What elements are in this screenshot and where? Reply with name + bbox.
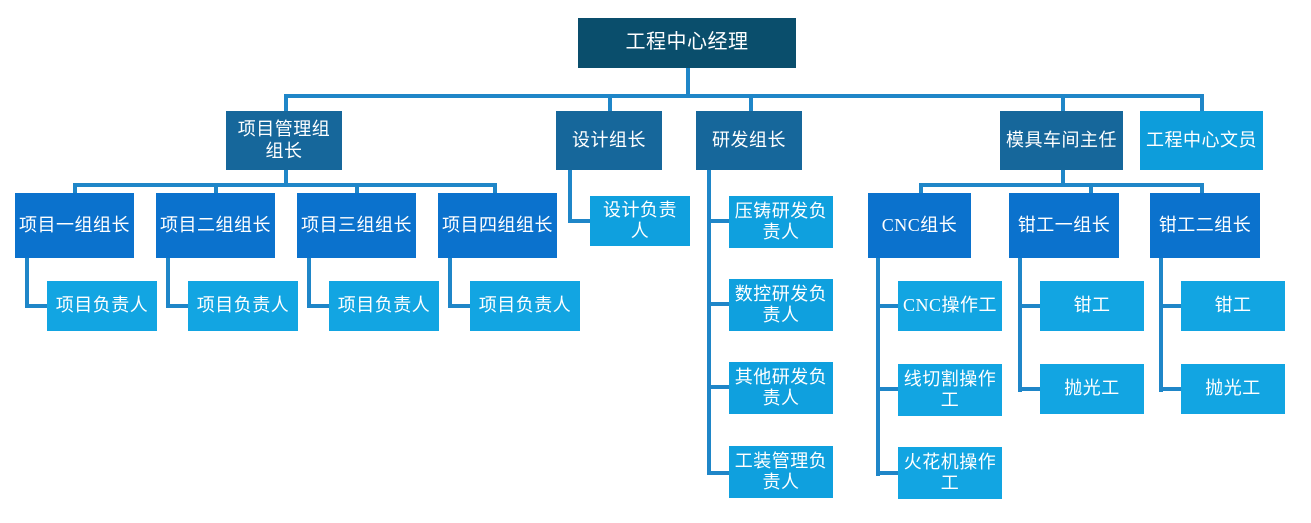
connector-cnc-v bbox=[876, 258, 880, 476]
node-project-owner-1[interactable]: 项目负责人 bbox=[47, 281, 157, 331]
node-project-team3-leader[interactable]: 项目三组组长 bbox=[297, 193, 416, 258]
connector-drop-mold bbox=[1061, 94, 1065, 111]
connector-fitter1-h1 bbox=[1018, 304, 1040, 308]
connector-drop-team3 bbox=[355, 183, 359, 194]
connector-drop-fitter2 bbox=[1200, 183, 1204, 194]
connector-drop-rd bbox=[749, 94, 753, 111]
connector-drop-team2 bbox=[214, 183, 218, 194]
node-engineering-center-manager[interactable]: 工程中心经理 bbox=[578, 18, 796, 68]
connector-design-v bbox=[568, 170, 572, 222]
connector-drop-team1 bbox=[73, 183, 77, 194]
node-mold-workshop-director[interactable]: 模具车间主任 bbox=[1000, 111, 1123, 170]
connector-fitter2-h2 bbox=[1159, 387, 1181, 391]
connector-owner3-v bbox=[307, 258, 311, 308]
connector-cnc-h3 bbox=[876, 471, 898, 475]
node-cnc-operator[interactable]: CNC操作工 bbox=[898, 281, 1002, 331]
node-project-team2-leader[interactable]: 项目二组组长 bbox=[156, 193, 275, 258]
node-project-team4-leader[interactable]: 项目四组组长 bbox=[438, 193, 557, 258]
connector-rd-v bbox=[707, 170, 711, 475]
node-project-owner-3[interactable]: 项目负责人 bbox=[329, 281, 439, 331]
node-other-rd-owner[interactable]: 其他研发负责人 bbox=[729, 362, 833, 414]
connector-fitter2-v bbox=[1159, 258, 1163, 392]
connector-cnc-h2 bbox=[876, 387, 898, 391]
connector-drop-clerk bbox=[1200, 94, 1204, 111]
connector-drop-fitter1 bbox=[1089, 183, 1093, 194]
connector-owner4-v bbox=[448, 258, 452, 308]
connector-fitter2-h1 bbox=[1159, 304, 1181, 308]
connector-drop-design bbox=[608, 94, 612, 111]
connector-root-stem bbox=[686, 68, 690, 96]
connector-owner2-h bbox=[166, 304, 188, 308]
node-diecast-rd-owner[interactable]: 压铸研发负责人 bbox=[729, 196, 833, 248]
connector-mold-stem bbox=[1061, 170, 1065, 185]
node-fitter-team1-polisher[interactable]: 抛光工 bbox=[1040, 364, 1144, 414]
node-rd-leader[interactable]: 研发组长 bbox=[696, 111, 802, 170]
connector-drop-team4 bbox=[493, 183, 497, 194]
connector-mold-bus bbox=[919, 183, 1202, 187]
node-fitter-team2-fitter[interactable]: 钳工 bbox=[1181, 281, 1285, 331]
connector-level1-bus bbox=[286, 94, 1202, 98]
node-cnc-leader[interactable]: CNC组长 bbox=[868, 193, 971, 258]
connector-owner3-h bbox=[307, 304, 329, 308]
connector-rd-h3 bbox=[707, 385, 729, 389]
node-fitter-team1-fitter[interactable]: 钳工 bbox=[1040, 281, 1144, 331]
node-fitter-team1-leader[interactable]: 钳工一组长 bbox=[1009, 193, 1119, 258]
connector-rd-h2 bbox=[707, 302, 729, 306]
node-wirecut-operator[interactable]: 线切割操作工 bbox=[898, 364, 1002, 416]
node-design-leader[interactable]: 设计组长 bbox=[556, 111, 662, 170]
node-project-owner-4[interactable]: 项目负责人 bbox=[470, 281, 580, 331]
connector-rd-h1 bbox=[707, 219, 729, 223]
connector-drop-cnc bbox=[919, 183, 923, 194]
connector-rd-h4 bbox=[707, 471, 729, 475]
connector-cnc-h1 bbox=[876, 304, 898, 308]
node-design-owner[interactable]: 设计负责人 bbox=[590, 196, 690, 246]
connector-drop-pm-group bbox=[284, 94, 288, 111]
node-fitter-team2-polisher[interactable]: 抛光工 bbox=[1181, 364, 1285, 414]
connector-owner1-v bbox=[25, 258, 29, 308]
connector-pm-stem bbox=[284, 170, 288, 185]
node-project-management-group-leader[interactable]: 项目管理组组长 bbox=[226, 111, 342, 170]
connector-fitter1-h2 bbox=[1018, 387, 1040, 391]
node-fitter-team2-leader[interactable]: 钳工二组长 bbox=[1150, 193, 1260, 258]
node-engineering-center-clerk[interactable]: 工程中心文员 bbox=[1140, 111, 1263, 170]
connector-fitter1-v bbox=[1018, 258, 1022, 392]
node-cnc-rd-owner[interactable]: 数控研发负责人 bbox=[729, 279, 833, 331]
connector-owner1-h bbox=[25, 304, 47, 308]
connector-owner2-v bbox=[166, 258, 170, 308]
node-project-team1-leader[interactable]: 项目一组组长 bbox=[15, 193, 134, 258]
node-tooling-management-owner[interactable]: 工装管理负责人 bbox=[729, 446, 833, 498]
node-edm-operator[interactable]: 火花机操作工 bbox=[898, 447, 1002, 499]
node-project-owner-2[interactable]: 项目负责人 bbox=[188, 281, 298, 331]
connector-design-h bbox=[568, 219, 590, 223]
connector-owner4-h bbox=[448, 304, 470, 308]
connector-project-bus bbox=[73, 183, 496, 187]
